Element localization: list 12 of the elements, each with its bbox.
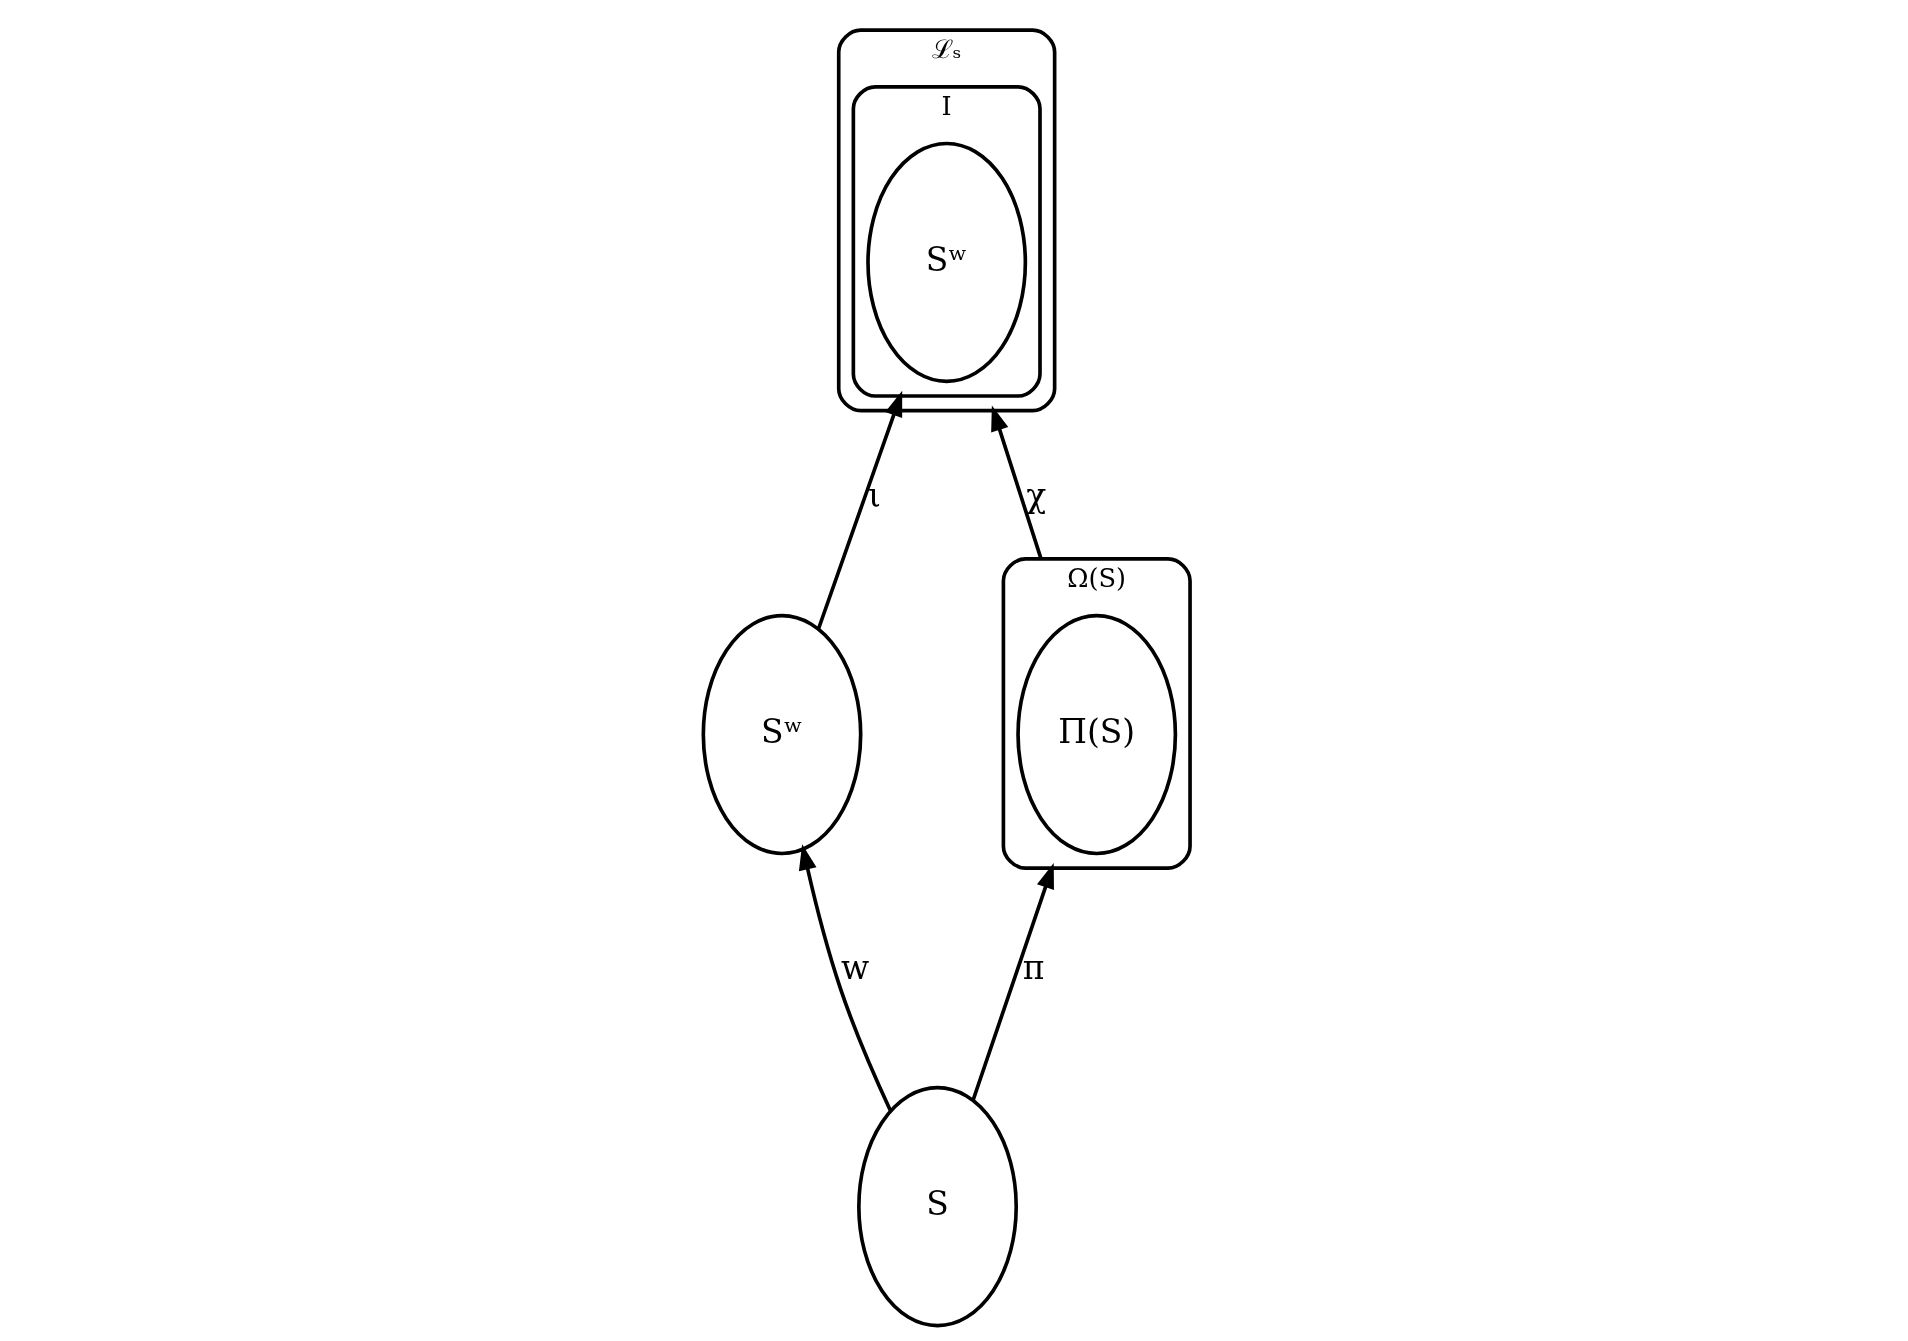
- node-ellipse: Π(S): [1016, 613, 1178, 856]
- node-ellipse: S: [857, 1085, 1019, 1328]
- node-ellipse: Sʷ: [866, 141, 1028, 384]
- edge-label: ι: [867, 475, 881, 515]
- arrow: [798, 844, 893, 1112]
- edge-label: χ: [1026, 475, 1047, 515]
- edge-label: w: [841, 947, 870, 987]
- node-ellipse: Sʷ: [701, 613, 863, 856]
- arrow: [971, 862, 1054, 1101]
- edge-label: π: [1022, 947, 1045, 987]
- arrow: [816, 390, 903, 630]
- arrow: [991, 405, 1043, 560]
